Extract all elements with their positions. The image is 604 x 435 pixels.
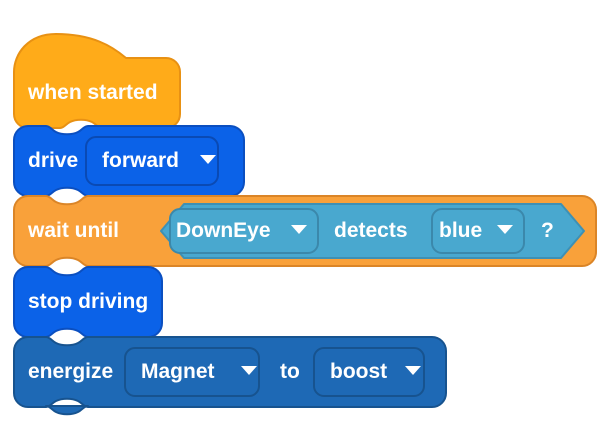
- detects-label: detects: [334, 219, 408, 242]
- question-mark-label: ?: [541, 219, 554, 242]
- drive-direction-value[interactable]: forward: [102, 149, 180, 172]
- chevron-down-icon[interactable]: [241, 366, 257, 375]
- color-dropdown-value[interactable]: blue: [439, 219, 483, 242]
- wait-until-label: wait until: [28, 219, 119, 242]
- energize-state-value[interactable]: boost: [330, 360, 388, 383]
- sensor-dropdown-value[interactable]: DownEye: [176, 219, 271, 242]
- bottom-connector-tab: [45, 405, 89, 416]
- chevron-down-icon[interactable]: [200, 155, 216, 164]
- when-started-label: when started: [28, 81, 158, 104]
- block-wait-until[interactable]: wait until DownEye detects blue ?: [13, 194, 604, 274]
- sensor-dropdown-bg: [169, 208, 319, 254]
- drive-label: drive: [28, 149, 79, 172]
- wait-until-shape: [13, 195, 597, 267]
- energize-state-dropdown-bg: [313, 347, 425, 397]
- energize-shape: [13, 336, 447, 416]
- drive-direction-dropdown-bg: [85, 136, 219, 186]
- chevron-down-icon[interactable]: [405, 366, 421, 375]
- stop-driving-label: stop driving: [28, 290, 149, 313]
- energize-device-value[interactable]: Magnet: [141, 360, 215, 383]
- drive-shape: [13, 125, 245, 197]
- chevron-down-icon[interactable]: [291, 225, 307, 234]
- color-dropdown-bg: [431, 208, 525, 254]
- block-drive[interactable]: drive forward: [13, 124, 250, 204]
- energize-connector-label: to: [280, 360, 300, 383]
- energize-label: energize: [28, 360, 114, 383]
- block-when-started[interactable]: when started: [13, 32, 186, 132]
- block-energize[interactable]: energize Magnet to boost: [13, 335, 458, 427]
- block-stop-driving[interactable]: stop driving: [13, 265, 174, 345]
- stop-driving-shape: [13, 266, 163, 338]
- energize-device-dropdown-bg: [124, 347, 260, 397]
- chevron-down-icon[interactable]: [497, 225, 513, 234]
